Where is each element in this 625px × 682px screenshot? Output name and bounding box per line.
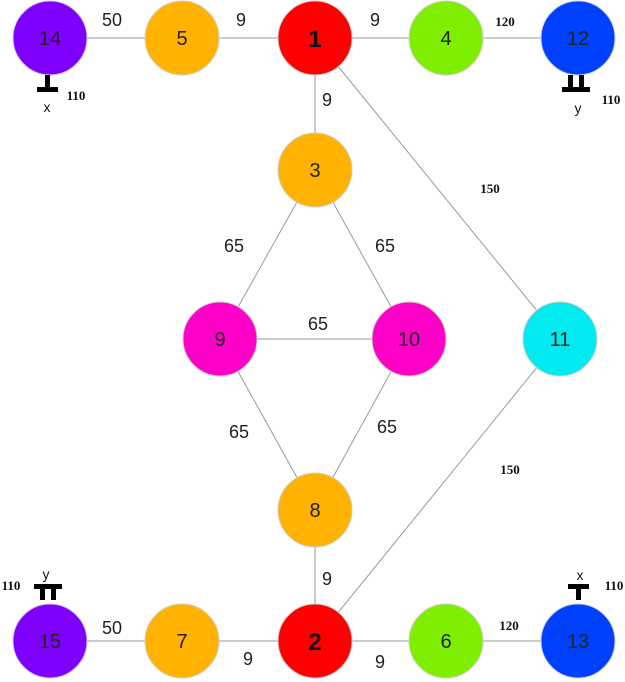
node-label-10: 10: [398, 329, 420, 351]
edge-weight-4-12: 120: [495, 14, 515, 29]
terminal-letter-12: y: [575, 100, 582, 116]
node-3[interactable]: 3: [277, 132, 353, 208]
node-circle-11[interactable]: [522, 301, 598, 377]
node-2[interactable]: 2: [277, 603, 353, 679]
terminal-symbol-14: x 110: [37, 75, 85, 115]
node-circle-13[interactable]: [540, 603, 616, 679]
node-13[interactable]: 13: [540, 603, 616, 679]
terminal-symbol-12: y 110: [562, 75, 620, 116]
edge-weight-10-8: 65: [377, 417, 397, 437]
node-circle-15[interactable]: [12, 603, 88, 679]
edge-weight-5-1: 9: [236, 10, 246, 30]
edge-weight-9-8: 65: [229, 422, 249, 442]
pi-leg-left-icon: [568, 75, 573, 87]
terminal-letter-14: x: [44, 99, 51, 115]
node-5[interactable]: 5: [144, 0, 220, 76]
node-circle-9[interactable]: [182, 301, 258, 377]
node-circle-10[interactable]: [371, 301, 447, 377]
edge-weight-9-10: 65: [308, 314, 328, 334]
tee-stem-icon: [45, 75, 50, 87]
terminal-weight-13: 110: [605, 578, 624, 593]
tee-stem-icon: [576, 588, 581, 600]
terminal-letter-13: x: [577, 567, 584, 583]
tee-bar-icon: [37, 87, 58, 92]
pi-leg-right-icon: [579, 75, 584, 87]
node-7[interactable]: 7: [144, 603, 220, 679]
node-circle-1[interactable]: [277, 0, 353, 76]
edge-weight-3-10: 65: [375, 236, 395, 256]
node-label-6: 6: [440, 631, 451, 653]
pi-bar-icon: [34, 584, 62, 589]
edge-weight-1-3: 9: [322, 90, 332, 110]
edge-weight-7-2: 9: [243, 649, 253, 669]
edge-weight-11-2: 150: [500, 462, 520, 477]
edge-weight-14-5: 50: [102, 10, 122, 30]
edge-weight-3-9: 65: [224, 236, 244, 256]
edge-weight-2-6: 9: [375, 652, 385, 672]
node-label-1: 1: [308, 26, 321, 53]
node-12[interactable]: 12: [540, 0, 616, 76]
node-11[interactable]: 11: [522, 301, 598, 377]
node-label-9: 9: [214, 329, 225, 351]
node-9[interactable]: 9: [182, 301, 258, 377]
edge-weight-1-4: 9: [370, 10, 380, 30]
terminal-letter-15: y: [43, 566, 50, 582]
terminal-symbol-13: x 110: [568, 567, 623, 600]
node-circle-8[interactable]: [277, 472, 353, 548]
node-circle-5[interactable]: [144, 0, 220, 76]
node-circle-7[interactable]: [144, 603, 220, 679]
node-1[interactable]: 1: [277, 0, 353, 76]
edge-weight-15-7: 50: [102, 618, 122, 638]
tee-bar-icon: [568, 584, 589, 589]
edge-1-11: [314, 37, 561, 340]
node-label-4: 4: [440, 28, 451, 50]
terminal-weight-12: 110: [602, 92, 621, 107]
pi-leg-right-icon: [51, 588, 56, 600]
node-label-15: 15: [39, 631, 61, 653]
node-label-13: 13: [567, 631, 589, 653]
node-4[interactable]: 4: [408, 0, 484, 76]
node-label-2: 2: [308, 629, 321, 656]
node-14[interactable]: 14: [12, 0, 88, 76]
terminal-symbol-15: y 110: [2, 566, 62, 600]
node-circle-2[interactable]: [277, 603, 353, 679]
node-circle-6[interactable]: [408, 603, 484, 679]
node-circle-12[interactable]: [540, 0, 616, 76]
node-label-8: 8: [309, 500, 320, 522]
terminal-weight-15: 110: [2, 578, 21, 593]
terminal-symbols-layer: x 110 y 110 y 110 x 110: [2, 75, 623, 600]
node-6[interactable]: 6: [408, 603, 484, 679]
edges-layer: [50, 37, 578, 642]
node-label-12: 12: [567, 28, 589, 50]
node-label-3: 3: [309, 160, 320, 182]
node-label-5: 5: [176, 28, 187, 50]
terminal-weight-14: 110: [67, 88, 86, 103]
edge-weight-6-13: 120: [499, 618, 519, 633]
node-10[interactable]: 10: [371, 301, 447, 377]
node-15[interactable]: 15: [12, 603, 88, 679]
node-8[interactable]: 8: [277, 472, 353, 548]
pi-leg-left-icon: [40, 588, 45, 600]
node-label-7: 7: [176, 631, 187, 653]
pi-bar-icon: [562, 87, 590, 92]
node-label-11: 11: [550, 329, 571, 351]
edge-weight-1-11: 150: [480, 181, 500, 196]
edge-weight-8-2: 9: [322, 569, 332, 589]
node-label-14: 14: [39, 28, 61, 50]
node-circle-3[interactable]: [277, 132, 353, 208]
node-circle-4[interactable]: [408, 0, 484, 76]
edge-11-2: [314, 338, 561, 642]
